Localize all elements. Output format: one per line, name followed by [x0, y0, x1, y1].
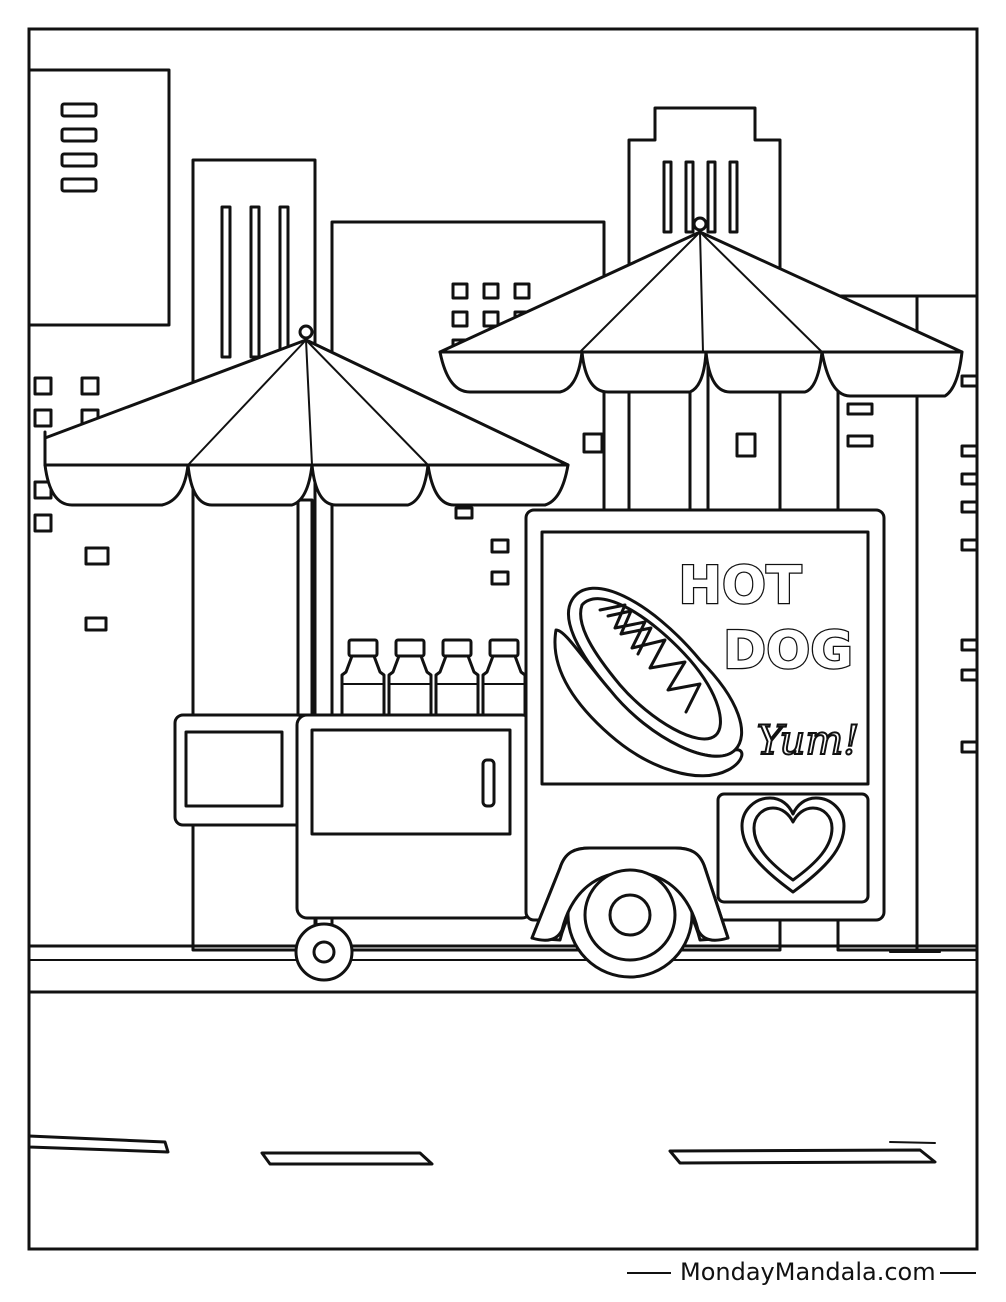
sign-text-hot: HOT: [678, 556, 802, 616]
footer-rule-left: [627, 1272, 671, 1274]
sign-text-dog: DOG: [723, 621, 853, 681]
cart-door: [310, 728, 512, 836]
hot-dog-cart: HOT DOG Yum!: [173, 508, 886, 982]
bottle: [340, 638, 386, 720]
road-marking-1: [27, 1134, 170, 1154]
umbrella-left-pole: [296, 498, 314, 717]
umbrella-right: [438, 216, 964, 517]
watermark: MondayMandala.com: [680, 1258, 936, 1286]
road-marking-3: [668, 1148, 937, 1165]
cart-door-handle: [481, 758, 496, 808]
building-left: [27, 68, 171, 327]
street: [27, 944, 977, 1166]
umbrella-left: [43, 324, 570, 507]
bottle: [481, 638, 527, 720]
hot-dog-illustration: [553, 586, 744, 778]
footer-rule-right: [940, 1272, 976, 1274]
bottle: [434, 638, 480, 720]
road-marking-2: [260, 1151, 434, 1166]
sign-text-yum: Yum!: [757, 718, 860, 764]
bottle-row: [340, 638, 527, 720]
bottle: [387, 638, 433, 720]
building-far-right-edge: [915, 294, 979, 952]
